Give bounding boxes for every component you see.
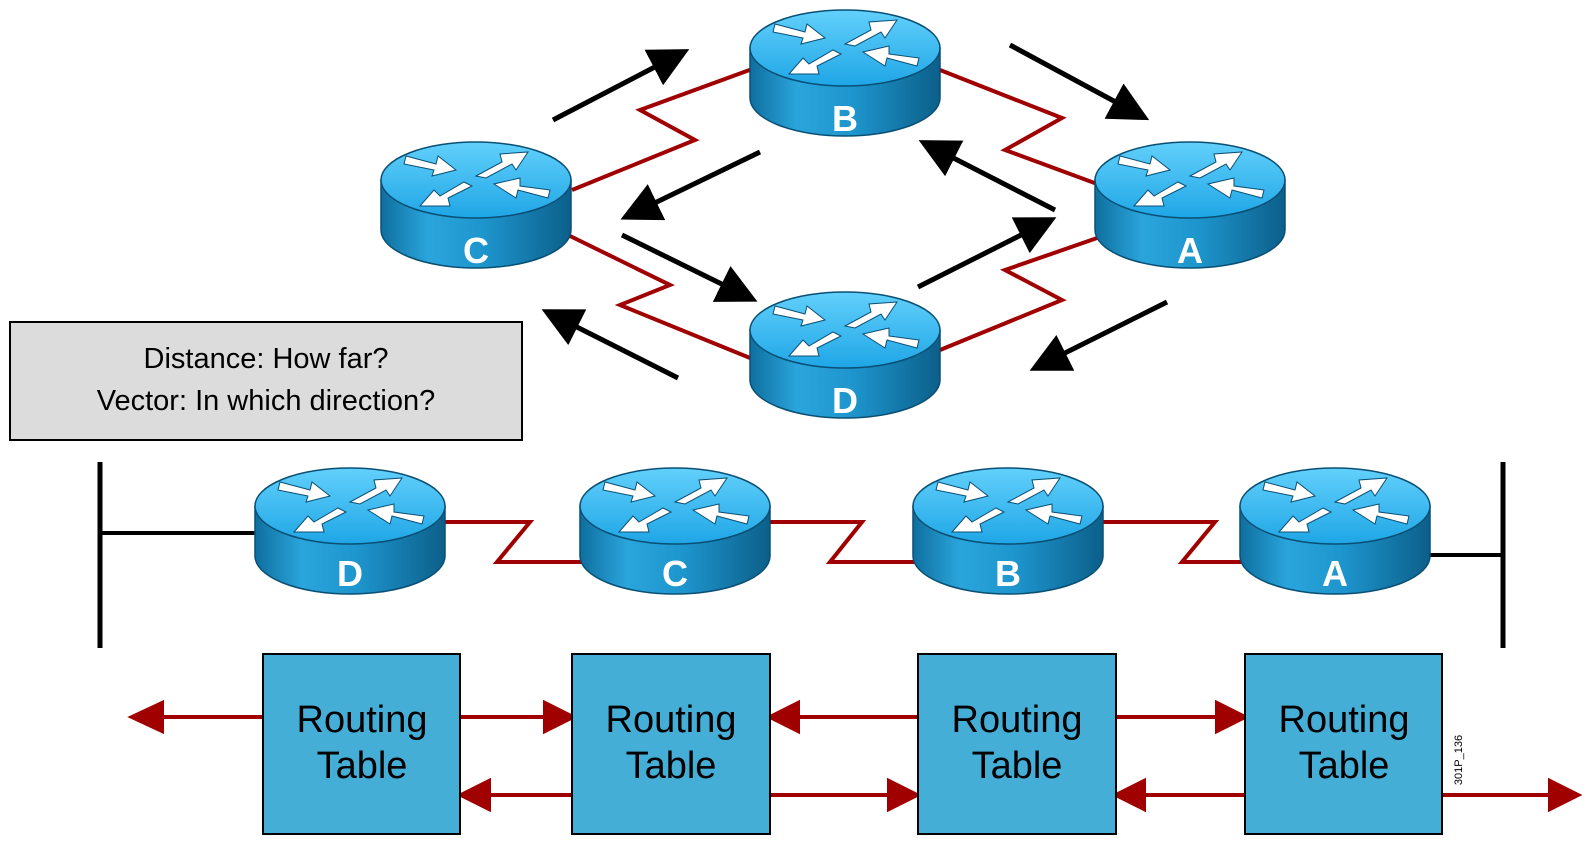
arrow-head-left-out <box>127 699 164 735</box>
definition-callout: Distance: How far? Vector: In which dire… <box>9 321 523 441</box>
distance-definition: Distance: How far? <box>144 343 389 375</box>
chain-serial-links <box>440 520 1245 564</box>
figure-code: 301P_136 <box>1453 735 1465 785</box>
chain-router-a-label: A <box>1322 553 1348 594</box>
routing-table-d-line1: Routing <box>297 699 428 741</box>
top-network: B C A D <box>380 9 1286 421</box>
arrow-head-right-out <box>1548 777 1583 813</box>
arrow-head-t4-t3 <box>1111 777 1146 813</box>
arrow-c-to-b <box>551 49 690 123</box>
arrow-head-t2-t1 <box>456 777 491 813</box>
router-a-label: A <box>1177 230 1203 271</box>
chain-router-b-label: B <box>995 553 1021 594</box>
routing-table-a-line1: Routing <box>1279 699 1410 741</box>
link-c-b <box>571 66 756 192</box>
routing-table-a-line2: Table <box>1299 745 1390 787</box>
routing-table-a: Routing Table <box>1244 653 1443 835</box>
routing-table-b: Routing Table <box>917 653 1117 835</box>
routing-table-row: Routing Table Routing Table Routing Tabl… <box>127 653 1583 835</box>
router-d-label: D <box>832 380 858 421</box>
router-b: B <box>749 9 941 139</box>
router-a: A <box>1094 141 1286 271</box>
routing-table-b-line1: Routing <box>952 699 1083 741</box>
routing-table-c-line2: Table <box>626 745 717 787</box>
link-c-d <box>567 233 756 362</box>
serial-links <box>567 66 1101 362</box>
router-b-label: B <box>832 98 858 139</box>
router-c: C <box>380 141 572 271</box>
arrow-head-t3-t2 <box>765 699 800 735</box>
link-b-a <box>939 68 1101 187</box>
link-d-c <box>440 520 583 564</box>
routing-table-d: Routing Table <box>262 653 461 835</box>
vector-definition: Vector: In which direction? <box>97 385 436 417</box>
routing-table-b-line2: Table <box>972 745 1063 787</box>
table-update-arrows <box>127 699 1583 813</box>
chain-router-d-label: D <box>337 553 363 594</box>
routing-table-c: Routing Table <box>571 653 771 835</box>
arrow-d-to-a <box>916 217 1057 290</box>
arrow-b-to-a <box>1008 42 1150 121</box>
arrow-c-to-d <box>620 232 758 302</box>
router-c-label: C <box>463 230 489 271</box>
chain-router-c-label: C <box>662 553 688 594</box>
arrow-head-t3-t4 <box>1215 699 1250 735</box>
link-b-a <box>1100 520 1245 564</box>
callout-box <box>9 321 523 441</box>
arrow-d-to-c <box>541 309 680 381</box>
routing-table-c-line1: Routing <box>606 699 737 741</box>
chain-network: D C B A <box>97 462 1506 648</box>
chain-router-d: D <box>254 467 446 595</box>
routing-table-d-line2: Table <box>317 745 408 787</box>
arrow-head-t1-t2 <box>543 699 578 735</box>
arrow-b-to-c <box>620 149 762 221</box>
link-c-b <box>765 520 915 564</box>
link-d-a <box>939 235 1101 352</box>
chain-router-c: C <box>579 467 771 595</box>
chain-router-a: A <box>1239 467 1431 595</box>
arrow-head-t2-t3 <box>887 777 922 813</box>
arrow-a-to-b <box>918 140 1057 213</box>
arrow-a-to-d <box>1029 299 1169 371</box>
update-arrows <box>541 42 1169 381</box>
router-d: D <box>749 291 941 421</box>
chain-router-b: B <box>912 467 1104 595</box>
